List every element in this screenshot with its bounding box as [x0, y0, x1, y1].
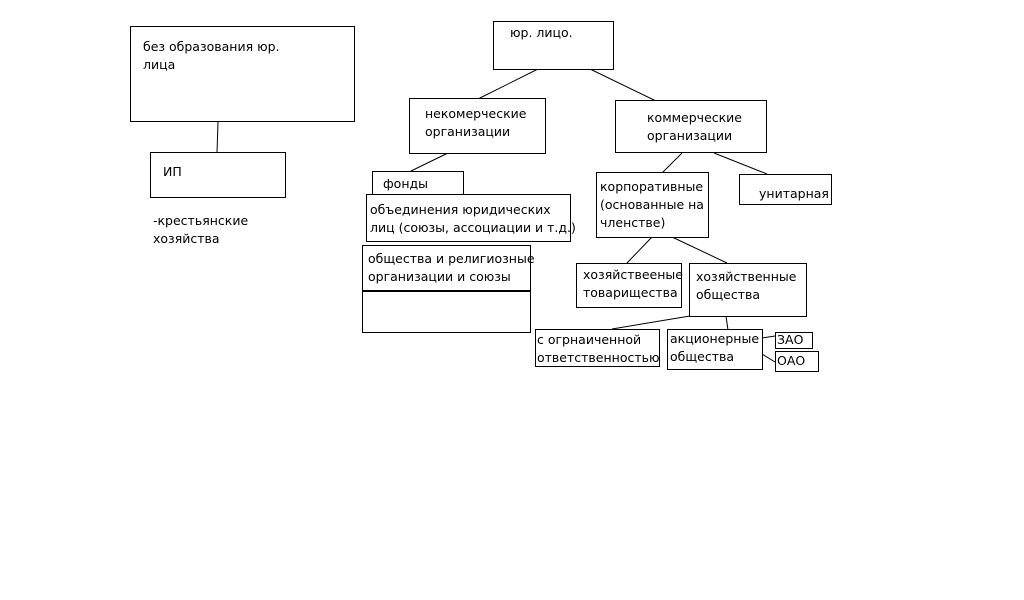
- connector-corporate-companies: [671, 236, 728, 264]
- node-legal-entity-box: [493, 21, 614, 70]
- connector-companies-llc: [611, 315, 691, 330]
- node-no-legal-entity-label: без образования юр. лица: [143, 39, 280, 72]
- connector-noncommercial-funds: [410, 152, 449, 172]
- node-funds-label: фонды: [383, 176, 429, 191]
- node-associations-label: объединения юридических лиц (союзы, ассо…: [370, 202, 576, 235]
- node-corporate-label: корпоративные (основанные на членстве): [600, 179, 704, 230]
- connector-entity-noncommercial: [477, 68, 539, 100]
- node-partnerships-label: хозяйствееные товарищества: [583, 267, 683, 300]
- node-ip-label: ИП: [163, 164, 182, 179]
- node-funds-box: [372, 171, 464, 195]
- node-no-legal-entity-box: [130, 26, 355, 122]
- connector-commercial-unitary: [713, 152, 768, 175]
- node-unitary-label: унитарная: [759, 186, 829, 201]
- node-commercial-box: [615, 100, 767, 153]
- node-commercial-label: коммерческие организации: [647, 110, 742, 143]
- node-zao-label: ЗАО: [777, 332, 804, 347]
- connector-corporate-partnerships: [626, 236, 653, 264]
- node-llc-label: с огрнаиченной ответственностью: [537, 332, 660, 365]
- node-religious-box: [362, 245, 531, 291]
- peasant-farms-label: -крестьянские хозяйства: [153, 213, 249, 246]
- node-corporate-box: [596, 172, 709, 238]
- connector-commercial-corporate: [661, 152, 683, 174]
- node-partnerships-box: [576, 263, 682, 308]
- node-non-commercial-box: [409, 98, 546, 154]
- node-companies-label: хозяйственные общества: [696, 269, 797, 302]
- node-oao-label: ОАО: [777, 353, 806, 368]
- connector-noentity-ip: [216, 121, 219, 154]
- node-companies-box: [689, 263, 807, 317]
- node-non-commercial-label: некомерческие организации: [425, 106, 527, 139]
- node-legal-entity-label: юр. лицо.: [510, 25, 573, 40]
- connector-jsc-zao: [761, 335, 776, 339]
- node-ip-box: [150, 152, 286, 198]
- connector-jsc-oao: [761, 353, 776, 363]
- node-religious-label: общества и религиозные организации и сою…: [368, 251, 535, 284]
- node-zao-box: [775, 332, 813, 349]
- connector-entity-commercial: [589, 68, 657, 102]
- node-jsc-label: акционерные общества: [670, 331, 760, 364]
- node-unitary-box: [739, 174, 832, 205]
- node-associations-box: [366, 194, 571, 242]
- node-empty-box: [362, 291, 531, 333]
- node-jsc-box: [667, 329, 763, 370]
- node-llc-box: [535, 329, 660, 367]
- node-oao-box: [775, 351, 819, 372]
- connector-companies-jsc: [725, 315, 729, 331]
